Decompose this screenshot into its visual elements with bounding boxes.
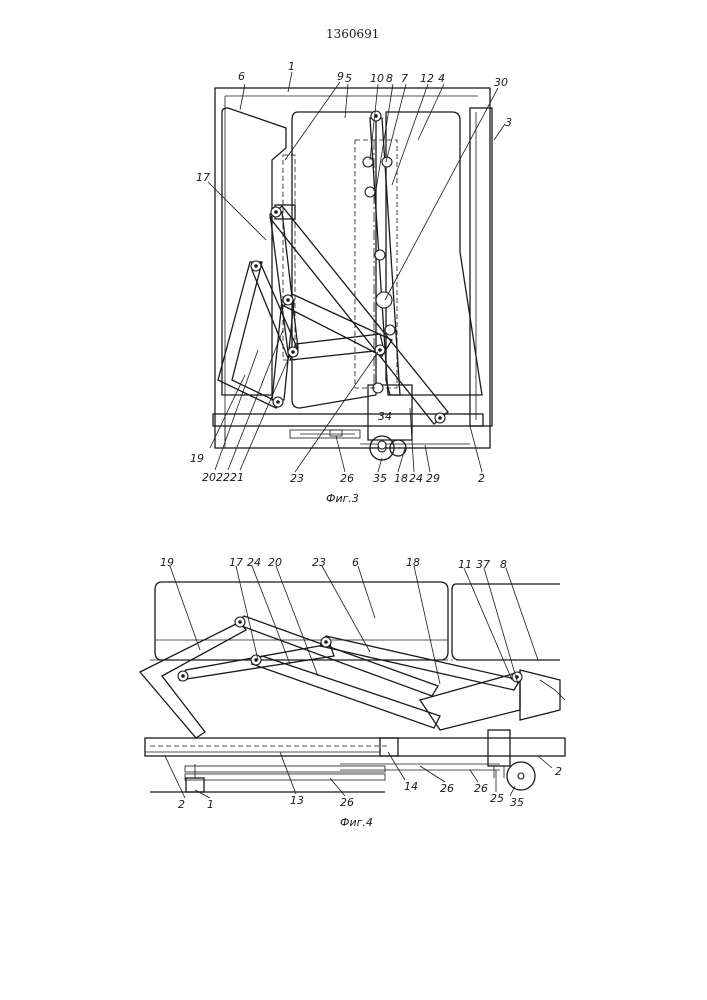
link-23 [290, 334, 384, 360]
cushion-8-fig4 [452, 584, 560, 660]
block-25-fig4 [488, 730, 510, 778]
link-21 [270, 212, 298, 352]
label-20-fig4: 20 [268, 556, 282, 569]
label-5: 5 [345, 72, 352, 85]
figure-3-caption: Фиг.3 [326, 492, 359, 505]
label-7: 7 [401, 72, 408, 85]
rail-2-fig4 [145, 738, 565, 756]
side-panel-3 [470, 108, 492, 426]
label-21: 21 [230, 471, 244, 484]
label-20: 20 [202, 471, 216, 484]
label-9: 9 [337, 70, 344, 83]
label-11-fig4: 11 [458, 558, 472, 571]
label-14-fig4: 14 [404, 780, 418, 793]
label-18-fig4: 18 [406, 556, 420, 569]
link-17 [270, 206, 448, 424]
link-23-fig4 [320, 636, 520, 690]
label-19-fig4: 19 [160, 556, 174, 569]
wheel-35-fig4 [507, 762, 535, 790]
label-12: 12 [420, 72, 434, 85]
label-13-fig4: 13 [290, 794, 304, 807]
label-18: 18 [394, 472, 408, 485]
label-6-fig4: 6 [352, 556, 359, 569]
label-24-fig4: 24 [247, 556, 261, 569]
label-4: 4 [438, 72, 445, 85]
label-26: 26 [340, 472, 354, 485]
label-24: 24 [409, 472, 423, 485]
label-25-fig4: 25 [490, 792, 504, 805]
lever-19-fig4 [140, 622, 246, 738]
label-23: 23 [290, 472, 304, 485]
label-1: 1 [288, 60, 295, 73]
leader-lines-fig4 [165, 566, 552, 798]
label-22: 22 [216, 471, 230, 484]
label-2b-fig4: 2 [555, 765, 562, 778]
label-8-fig4: 8 [500, 558, 507, 571]
label-26c-fig4: 26 [474, 782, 488, 795]
label-34: 34 [378, 410, 392, 423]
pivots-fig3 [251, 111, 445, 449]
label-37-fig4: 37 [476, 558, 490, 571]
label-26a-fig4: 26 [340, 796, 354, 809]
label-17-fig4: 17 [229, 556, 243, 569]
label-35: 35 [373, 472, 387, 485]
label-3: 3 [505, 116, 512, 129]
break-line [540, 680, 565, 700]
label-19: 19 [190, 452, 204, 465]
figure-4: 19 17 24 20 23 6 18 11 37 8 2 1 13 26 14… [140, 556, 565, 829]
link-18-fig4 [420, 672, 520, 730]
label-8: 8 [386, 72, 393, 85]
bracket-right [520, 670, 560, 720]
figure-3: 6 1 9 5 10 8 7 12 4 30 3 17 19 20 22 21 … [190, 60, 512, 505]
label-35-fig4: 35 [510, 796, 524, 809]
label-26b-fig4: 26 [440, 782, 454, 795]
label-17: 17 [196, 171, 210, 184]
cushion-5 [292, 112, 376, 408]
figure-4-caption: Фиг.4 [340, 816, 373, 829]
label-2: 2 [478, 472, 485, 485]
label-10: 10 [370, 72, 384, 85]
label-6: 6 [238, 70, 245, 83]
label-30: 30 [494, 76, 508, 89]
label-23-fig4: 23 [312, 556, 326, 569]
label-2a-fig4: 2 [178, 798, 185, 811]
labels-fig4: 19 17 24 20 23 6 18 11 37 8 2 1 13 26 14… [160, 556, 562, 811]
patent-number: 1360691 [326, 27, 379, 41]
label-29: 29 [426, 472, 440, 485]
label-1-fig4: 1 [207, 798, 214, 811]
